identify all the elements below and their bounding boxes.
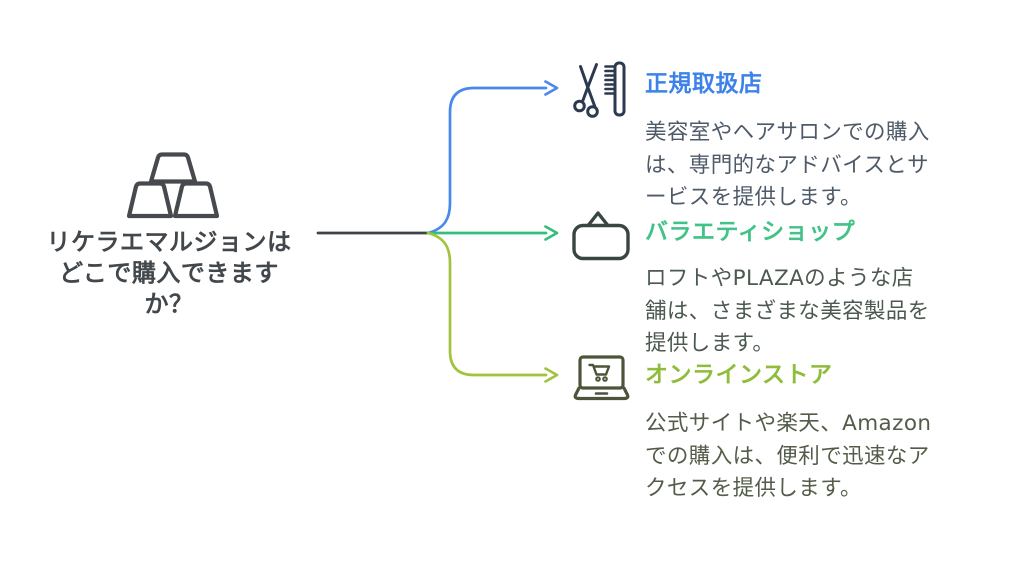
branch1-body-line: は、専門的なアドバイスとサ [645,152,930,178]
shop-sign-icon [572,211,630,261]
branch2-body: ロフトやPLAZAのような店 舗は、さまざまな美容製品を 提供します。 [645,263,930,361]
branch1-icon-wrap [572,60,632,118]
root-question-line: リケラエマルジョンは [46,228,292,256]
branch3-body: 公式サイトや楽天、Amazon での購入は、便利で迅速なア クセスを提供します。 [645,408,931,506]
branch3-title: オンラインストア [645,362,833,388]
gold-bars-icon [127,152,219,219]
branch1-body: 美容室やヘアサロンでの購入 は、専門的なアドバイスとサ ービスを提供します。 [645,117,930,215]
branch1-body-line: ービスを提供します。 [645,185,862,210]
branch3-curve [426,231,548,377]
branch2-title: バラエティショップ [645,219,856,245]
branch3-body-line: での購入は、便利で迅速なア [645,443,930,469]
branch2-arrowhead-icon [544,225,559,241]
branch2-icon-wrap [565,210,631,264]
branch1-body-line: 美容室やヘアサロンでの購入 [645,120,930,145]
branch1-curve [426,86,548,235]
branch1-title: 正規取扱店 [645,71,763,97]
branch3-body-line: 公式サイトや楽天、Amazon [645,411,932,436]
root-node-icon-wrap [127,150,219,222]
root-question-line: どこで購入できます [59,259,279,287]
scissors-comb-icon [573,61,626,118]
branch3-arrowhead-icon [544,367,559,383]
branch3-icon-wrap [563,353,635,403]
branch2-body-line: ロフトやPLAZAのような店 [645,266,914,291]
branch2-body-line: 提供します。 [645,331,775,356]
root-question-line: か？ [144,290,194,318]
root-question: リケラエマルジョンは どこで購入できます か？ [18,227,320,320]
branch2-body-line: 舗は、さまざまな美容製品を [645,298,930,324]
branch3-body-line: クセスを提供します。 [645,476,862,501]
branch1-arrowhead-icon [544,80,559,96]
laptop-cart-icon [573,355,630,401]
